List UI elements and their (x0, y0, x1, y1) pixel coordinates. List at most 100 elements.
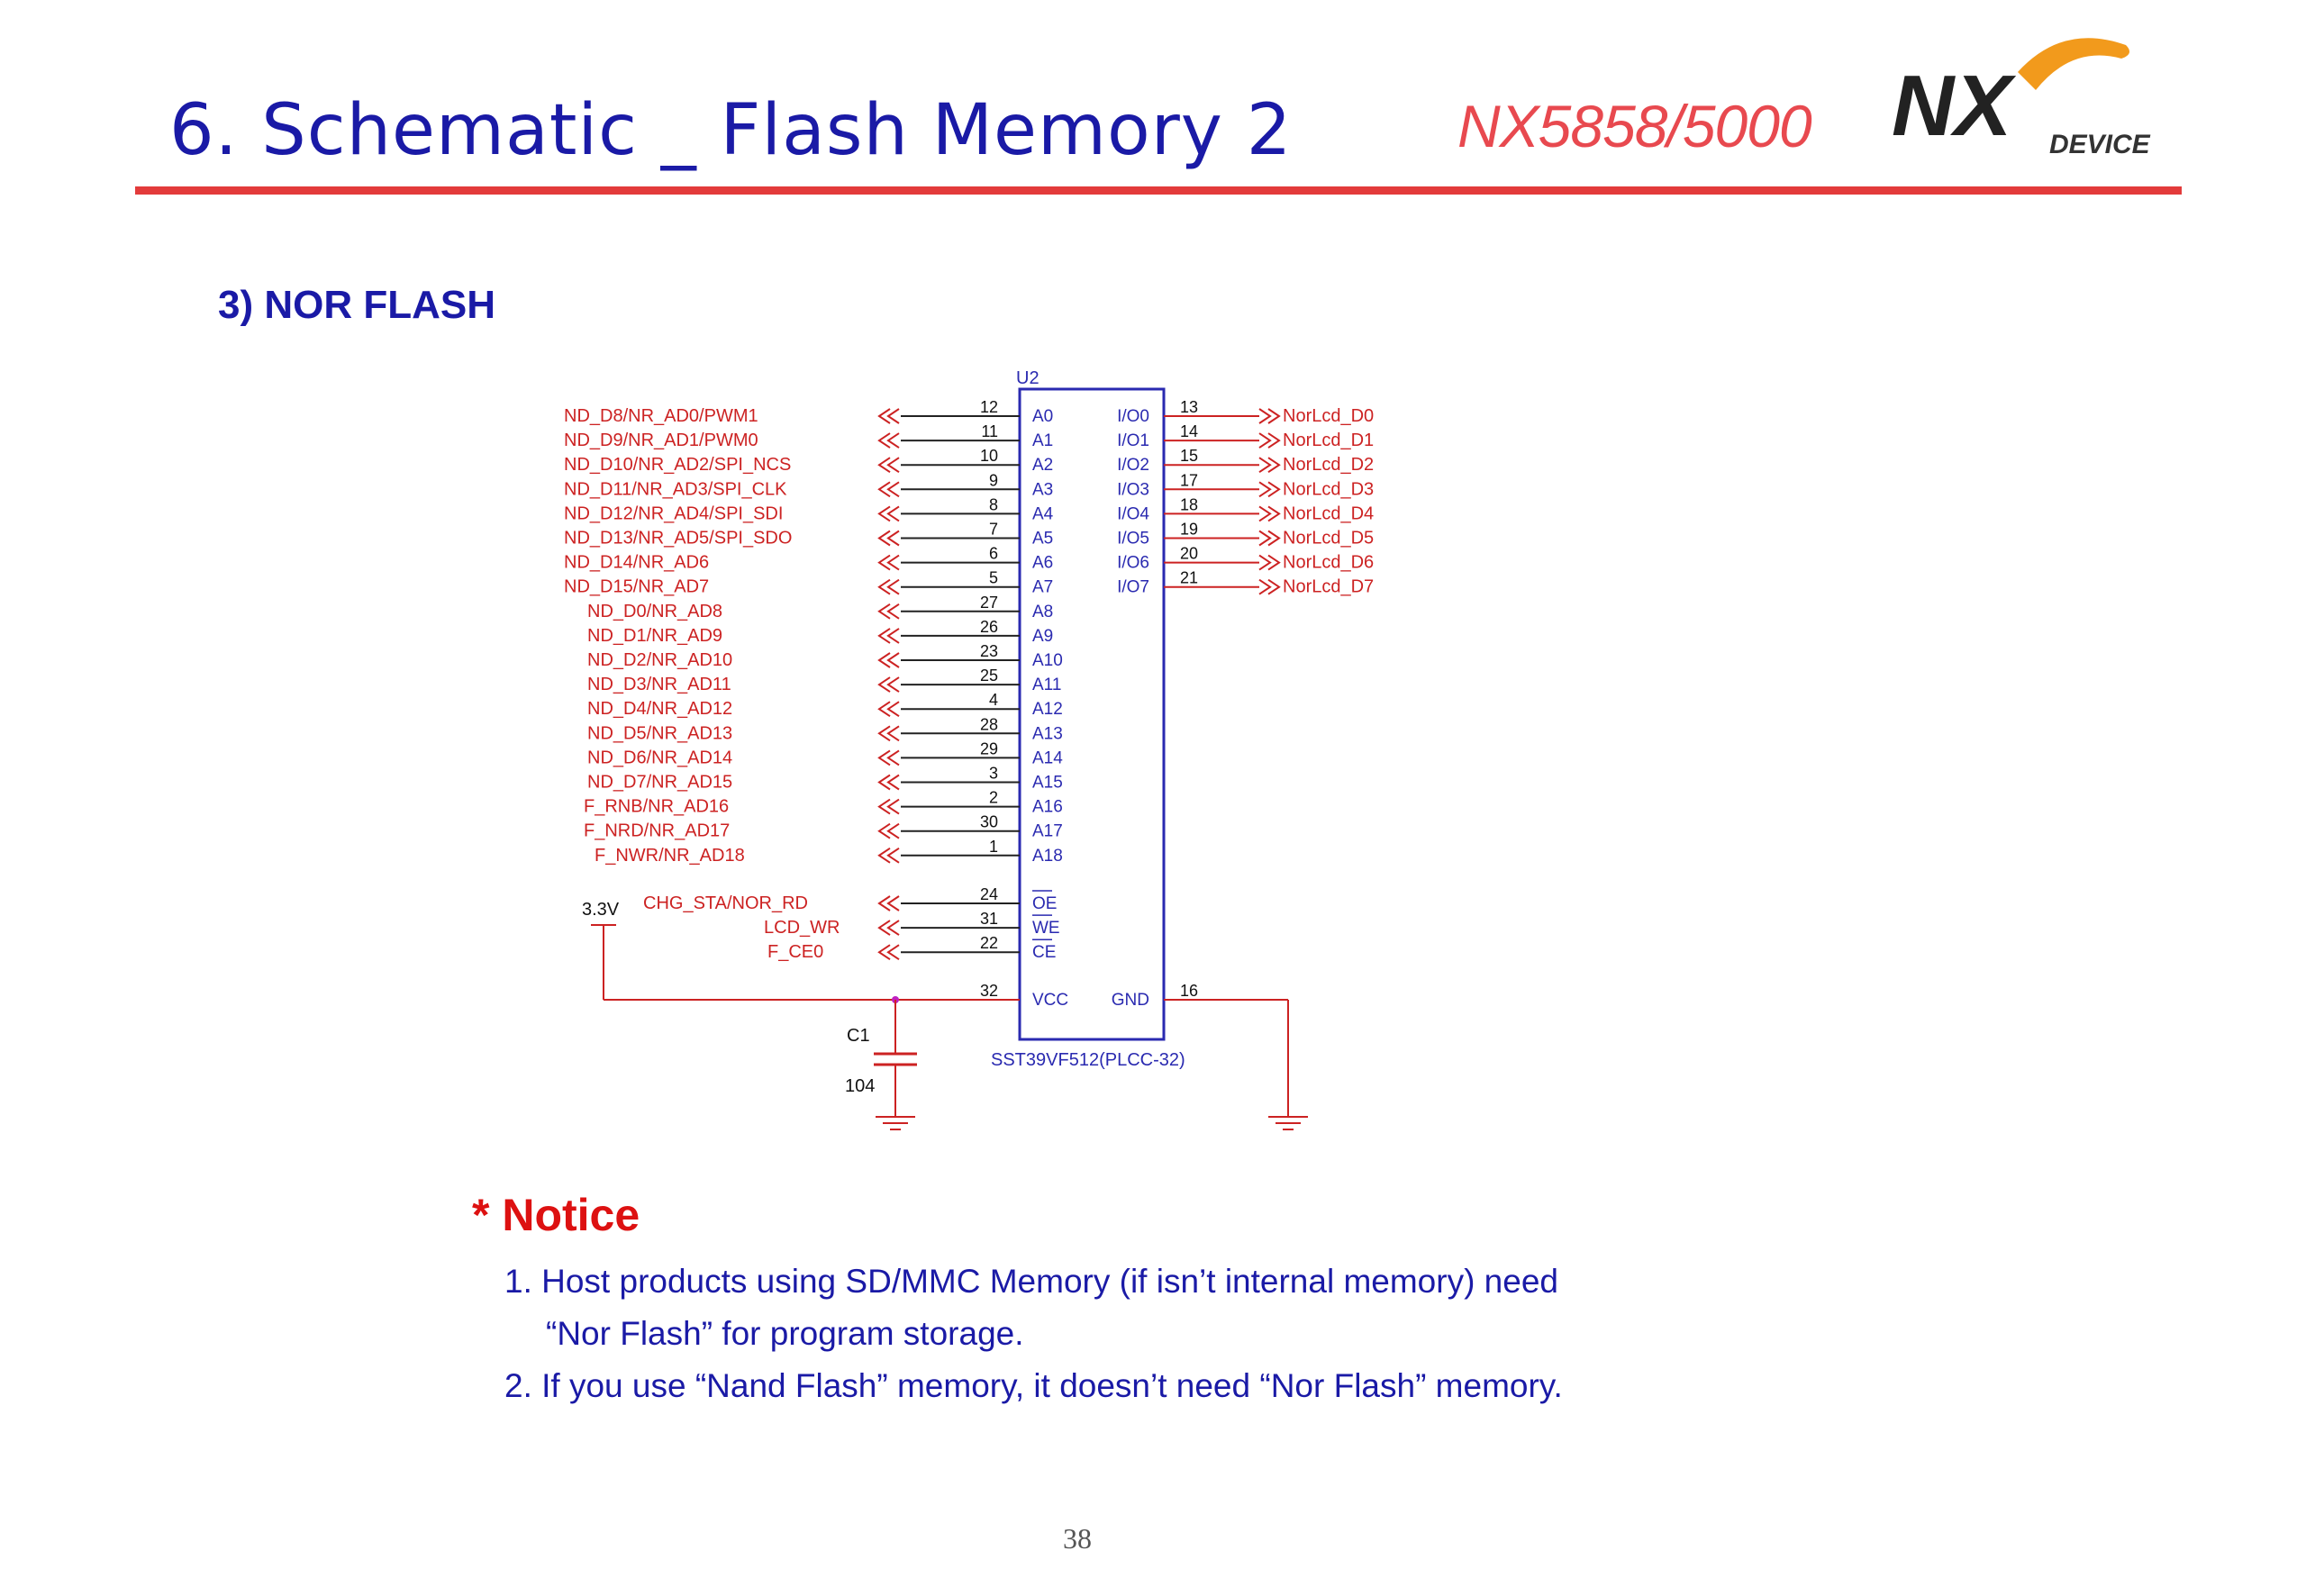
cap-ref: C1 (847, 1026, 870, 1046)
off-page-connector (877, 895, 900, 911)
pin-number: 30 (980, 813, 998, 831)
pin-name: A15 (1032, 774, 1063, 793)
pin-name: A7 (1032, 578, 1053, 597)
pin-name: VCC (1032, 991, 1068, 1010)
net-label: ND_D1/NR_AD9 (587, 626, 722, 646)
pin-name: WE (1032, 919, 1060, 938)
off-page-connector (877, 749, 900, 766)
pin-number: 9 (989, 471, 998, 489)
pin-name: A1 (1032, 431, 1053, 450)
nx-device-logo: NX DEVICE (1892, 38, 2151, 159)
pin-name: I/O4 (1117, 504, 1149, 523)
off-page-connector (877, 505, 900, 522)
pin-number: 20 (1180, 545, 1198, 563)
pin-number: 6 (989, 545, 998, 563)
pin-name: A3 (1032, 480, 1053, 499)
notice-line-2: “Nor Flash” for program storage. (546, 1315, 1024, 1352)
pin-number: 22 (980, 934, 998, 952)
off-page-connector (1258, 432, 1281, 449)
off-page-connector (877, 920, 900, 936)
pin-name: A16 (1032, 798, 1063, 817)
power-rail-label: 3.3V (582, 900, 620, 920)
pin-number: 19 (1180, 521, 1198, 539)
off-page-connector (877, 554, 900, 571)
pin-number: 26 (980, 618, 998, 636)
net-label: ND_D9/NR_AD1/PWM0 (564, 431, 758, 450)
chip-part-number: SST39VF512(PLCC-32) (991, 1050, 1185, 1070)
pin-number: 11 (981, 422, 998, 440)
net-label: ND_D0/NR_AD8 (587, 602, 722, 621)
pin-name: A13 (1032, 724, 1063, 743)
off-page-connector (877, 457, 900, 474)
pin-name: I/O6 (1117, 554, 1149, 573)
cap-value: 104 (845, 1076, 875, 1096)
logo-swoosh (2018, 38, 2129, 90)
off-page-connector (877, 822, 900, 839)
pin-number: 25 (980, 667, 998, 685)
model-number: NX5858/5000 (1457, 93, 1812, 159)
pin-name: I/O7 (1117, 578, 1149, 597)
net-label: ND_D5/NR_AD13 (587, 723, 732, 743)
off-page-connector (1258, 481, 1281, 498)
pin-number: 32 (980, 982, 998, 1000)
pin-name: A2 (1032, 456, 1053, 475)
off-page-connector (877, 725, 900, 742)
pin-name: I/O0 (1117, 407, 1149, 426)
pin-name: I/O1 (1117, 431, 1149, 450)
chip-ref: U2 (1016, 368, 1040, 388)
off-page-connector (1258, 457, 1281, 474)
pin-name: OE (1032, 894, 1057, 913)
off-page-connector (877, 481, 900, 498)
pin-number: 1 (989, 838, 998, 856)
net-label: NorLcd_D5 (1283, 529, 1374, 549)
net-label: NorLcd_D0 (1283, 406, 1374, 426)
off-page-connector (877, 798, 900, 815)
page-title: 6. Schematic _ Flash Memory 2 (169, 90, 1293, 171)
net-label: ND_D3/NR_AD11 (587, 675, 731, 694)
pin-number: 23 (980, 642, 998, 660)
net-label: NorLcd_D3 (1283, 479, 1374, 499)
off-page-connector (877, 652, 900, 668)
off-page-connector (1258, 554, 1281, 571)
net-label: NorLcd_D2 (1283, 455, 1374, 475)
net-label: ND_D8/NR_AD0/PWM1 (564, 406, 758, 426)
pin-number: 7 (989, 521, 998, 539)
pin-number: 4 (989, 691, 998, 709)
pin-number: 10 (980, 447, 998, 465)
pin-name: A12 (1032, 700, 1063, 719)
off-page-connector (877, 628, 900, 644)
net-label: ND_D4/NR_AD12 (587, 699, 732, 719)
pin-name: A11 (1032, 676, 1061, 694)
off-page-connector (877, 530, 900, 547)
net-label: ND_D13/NR_AD5/SPI_SDO (564, 529, 792, 549)
pin-name: I/O3 (1117, 480, 1149, 499)
logo-sub: DEVICE (2049, 130, 2151, 159)
pin-name: A10 (1032, 651, 1063, 670)
pin-number: 28 (980, 715, 998, 733)
off-page-connector (877, 701, 900, 718)
pin-name: A17 (1032, 822, 1063, 841)
net-label: ND_D2/NR_AD10 (587, 650, 732, 670)
net-label: NorLcd_D4 (1283, 503, 1374, 523)
notice-title: * Notice (472, 1190, 640, 1240)
pin-name: I/O5 (1117, 530, 1149, 549)
pin-number: 13 (1180, 398, 1198, 416)
pin-number: 24 (980, 885, 998, 903)
pin-number: 12 (980, 398, 998, 416)
off-page-connector (1258, 505, 1281, 522)
logo-mark: NX (1892, 58, 2016, 154)
net-label: F_NWR/NR_AD18 (595, 846, 745, 866)
pin-name: A0 (1032, 407, 1053, 426)
pin-name: A14 (1032, 748, 1063, 767)
net-label: ND_D10/NR_AD2/SPI_NCS (564, 455, 791, 475)
off-page-connector (877, 774, 900, 791)
net-label: ND_D15/NR_AD7 (564, 577, 709, 597)
pin-name: GND (1112, 991, 1149, 1010)
pin-number: 15 (1180, 447, 1198, 465)
net-label: ND_D14/NR_AD6 (564, 553, 709, 573)
pin-number: 27 (980, 594, 998, 612)
pin-number: 21 (1180, 569, 1198, 587)
chip-body (1018, 387, 1166, 1041)
net-label: LCD_WR (764, 918, 840, 938)
